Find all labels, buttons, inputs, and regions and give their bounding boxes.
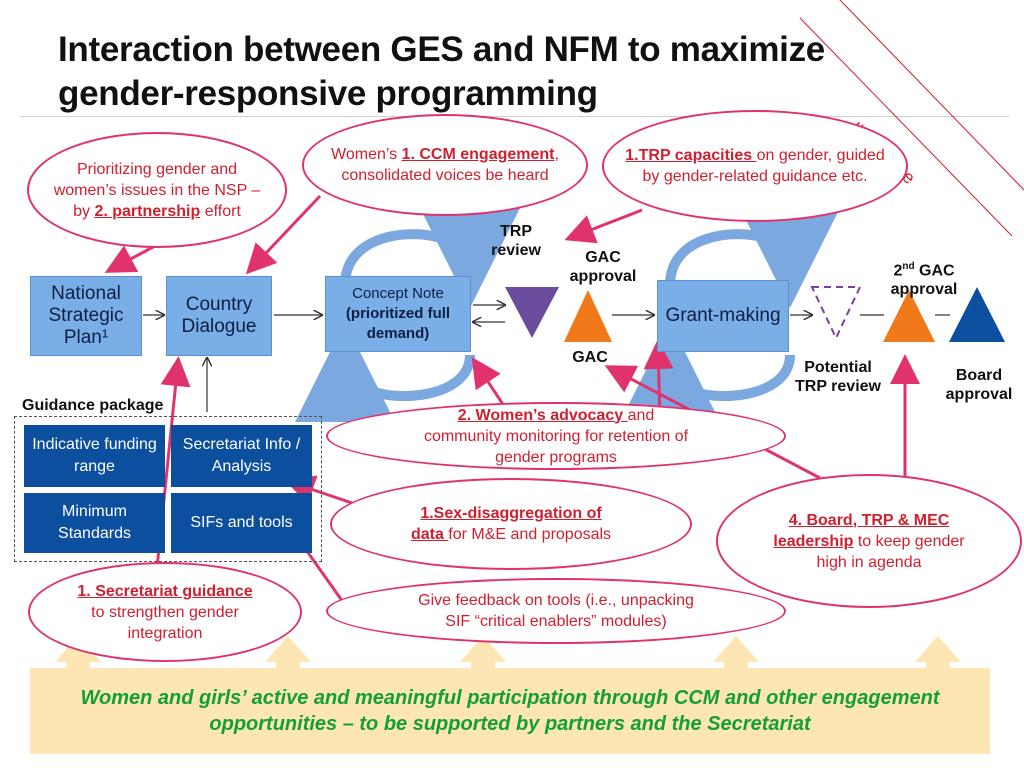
participation-banner: Women and girls’ active and meaningful p… bbox=[30, 668, 990, 754]
oval-womens-advocacy: 2. Women’s advocacy and community monito… bbox=[326, 402, 786, 470]
indicative-funding-range-box: Indicative funding range bbox=[24, 425, 165, 487]
trp-review-triangle bbox=[505, 287, 559, 338]
oval-text: on gender, guided by gender-related guid… bbox=[642, 147, 885, 185]
board-approval-triangle bbox=[949, 287, 1005, 342]
oval-give-feedback: Give feedback on tools (i.e., unpacking … bbox=[326, 578, 786, 644]
page-title: Interaction between GES and NFM to maxim… bbox=[58, 30, 825, 113]
second-gac-approval-label: 2nd GAC approval bbox=[866, 257, 982, 299]
country-dialogue-box: Country Dialogue bbox=[166, 276, 272, 356]
potential-trp-review-label: Potential TRP review bbox=[795, 359, 881, 395]
concept-note-box: Concept Note (prioritized full demand) bbox=[325, 276, 471, 352]
oval-prioritizing-gender: Prioritizing gender and women’s issues i… bbox=[27, 132, 287, 248]
secretariat-info-box: Secretariat Info / Analysis bbox=[171, 425, 312, 487]
oval-text: Give feedback on tools (i.e., unpacking … bbox=[418, 592, 694, 630]
potential-trp-review-triangle bbox=[810, 286, 862, 341]
banner-up-arrows bbox=[55, 636, 961, 668]
second-gac-number: 2 bbox=[893, 262, 903, 280]
gac-approval-label: GAC approval bbox=[569, 249, 637, 285]
oval-highlight: 1. CCM engagement bbox=[401, 146, 555, 163]
grant-making-box: Grant-making bbox=[657, 280, 789, 352]
oval-text: to keep gender high in agenda bbox=[816, 532, 965, 571]
second-gac-approval-triangle bbox=[883, 290, 935, 342]
guidance-package-label: Guidance package bbox=[22, 397, 164, 414]
oval-highlight: 1.TRP capacities bbox=[625, 147, 757, 164]
board-approval-label: Board approval bbox=[945, 367, 1013, 403]
grant-making-cycle-arrows bbox=[620, 207, 840, 423]
oval-sex-disaggregation: 1.Sex-disaggregation of data for M&E and… bbox=[330, 478, 692, 570]
oval-secretariat-guidance: 1. Secretariat guidance to strengthen ge… bbox=[28, 562, 302, 662]
concept-note-subtitle: (prioritized full demand) bbox=[345, 305, 451, 342]
national-strategic-plan-box: National Strategic Plan¹ bbox=[30, 276, 142, 356]
minimum-standards-box: Minimum Standards bbox=[24, 493, 165, 553]
oval-board-trp-mec: 4. Board, TRP & MEC leadership to keep g… bbox=[716, 474, 1022, 608]
trp-review-label: TRP review bbox=[491, 223, 541, 259]
oval-highlight: 4. Board, TRP & MEC leadership bbox=[773, 511, 950, 550]
oval-text: , consolidated voices be heard bbox=[341, 146, 559, 184]
oval-highlight: 1. Secretariat guidance bbox=[77, 582, 253, 600]
sifs-and-tools-box: SIFs and tools bbox=[171, 493, 312, 553]
gac-approval-triangle bbox=[564, 290, 612, 342]
oval-text: effort bbox=[200, 202, 241, 220]
oval-highlight: 2. Women’s advocacy bbox=[457, 406, 628, 424]
oval-text: and community monitoring for retention o… bbox=[423, 406, 689, 466]
oval-highlight: 2. partnership bbox=[94, 202, 201, 220]
gac-label: GAC bbox=[572, 349, 608, 366]
oval-text: to strengthen gender integration bbox=[91, 603, 239, 642]
concept-note-cycle-arrows bbox=[295, 207, 520, 423]
oval-womens-ccm: Women’s 1. CCM engagement, consolidated … bbox=[302, 114, 588, 216]
oval-text: for M&E and proposals bbox=[448, 526, 612, 543]
oval-text: Women’s bbox=[331, 146, 402, 163]
oval-text: Prioritizing gender and women’s issues i… bbox=[53, 160, 261, 220]
second-gac-text: GAC approval bbox=[890, 262, 958, 299]
second-gac-superscript: nd bbox=[902, 261, 915, 272]
oval-highlight: 1.Sex-disaggregation of data bbox=[410, 505, 602, 543]
title-divider bbox=[20, 116, 1010, 117]
concept-note-title: Concept Note bbox=[352, 285, 444, 302]
oval-trp-capacities: 1.TRP capacities on gender, guided by ge… bbox=[602, 110, 908, 222]
